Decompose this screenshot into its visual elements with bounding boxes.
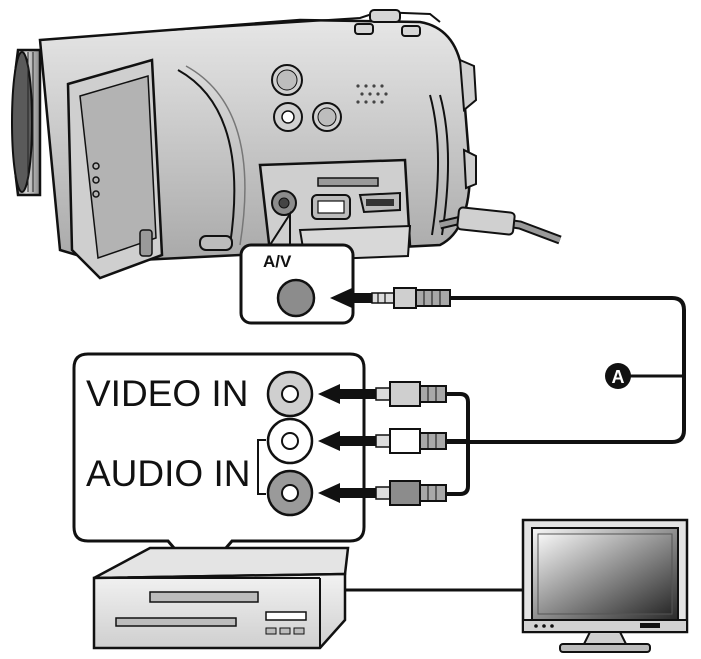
- arrow-left-icon: [318, 384, 378, 503]
- audio-bracket: [257, 439, 266, 495]
- video-in-jack: [266, 370, 314, 418]
- audio-in-jack-right: [266, 469, 314, 517]
- video-in-label: VIDEO IN: [86, 373, 249, 414]
- av-port-label: A/V: [263, 252, 292, 271]
- vcr-recorder-icon: [92, 546, 350, 650]
- audio-in-label: AUDIO IN: [86, 453, 251, 494]
- stereo-plug-icon: [330, 287, 451, 309]
- audio-in-jack-left: [266, 417, 314, 465]
- rca-cables: [446, 392, 470, 496]
- cable-marker-a: [605, 363, 684, 389]
- rca-plug-icon: [375, 381, 447, 506]
- av-cable: [430, 296, 686, 444]
- television-icon: [521, 518, 689, 653]
- cable-marker-label: A: [611, 367, 625, 387]
- av-callout-pointer: [269, 210, 291, 248]
- camcorder-icon: [11, 9, 562, 280]
- av-port-callout: [239, 243, 355, 325]
